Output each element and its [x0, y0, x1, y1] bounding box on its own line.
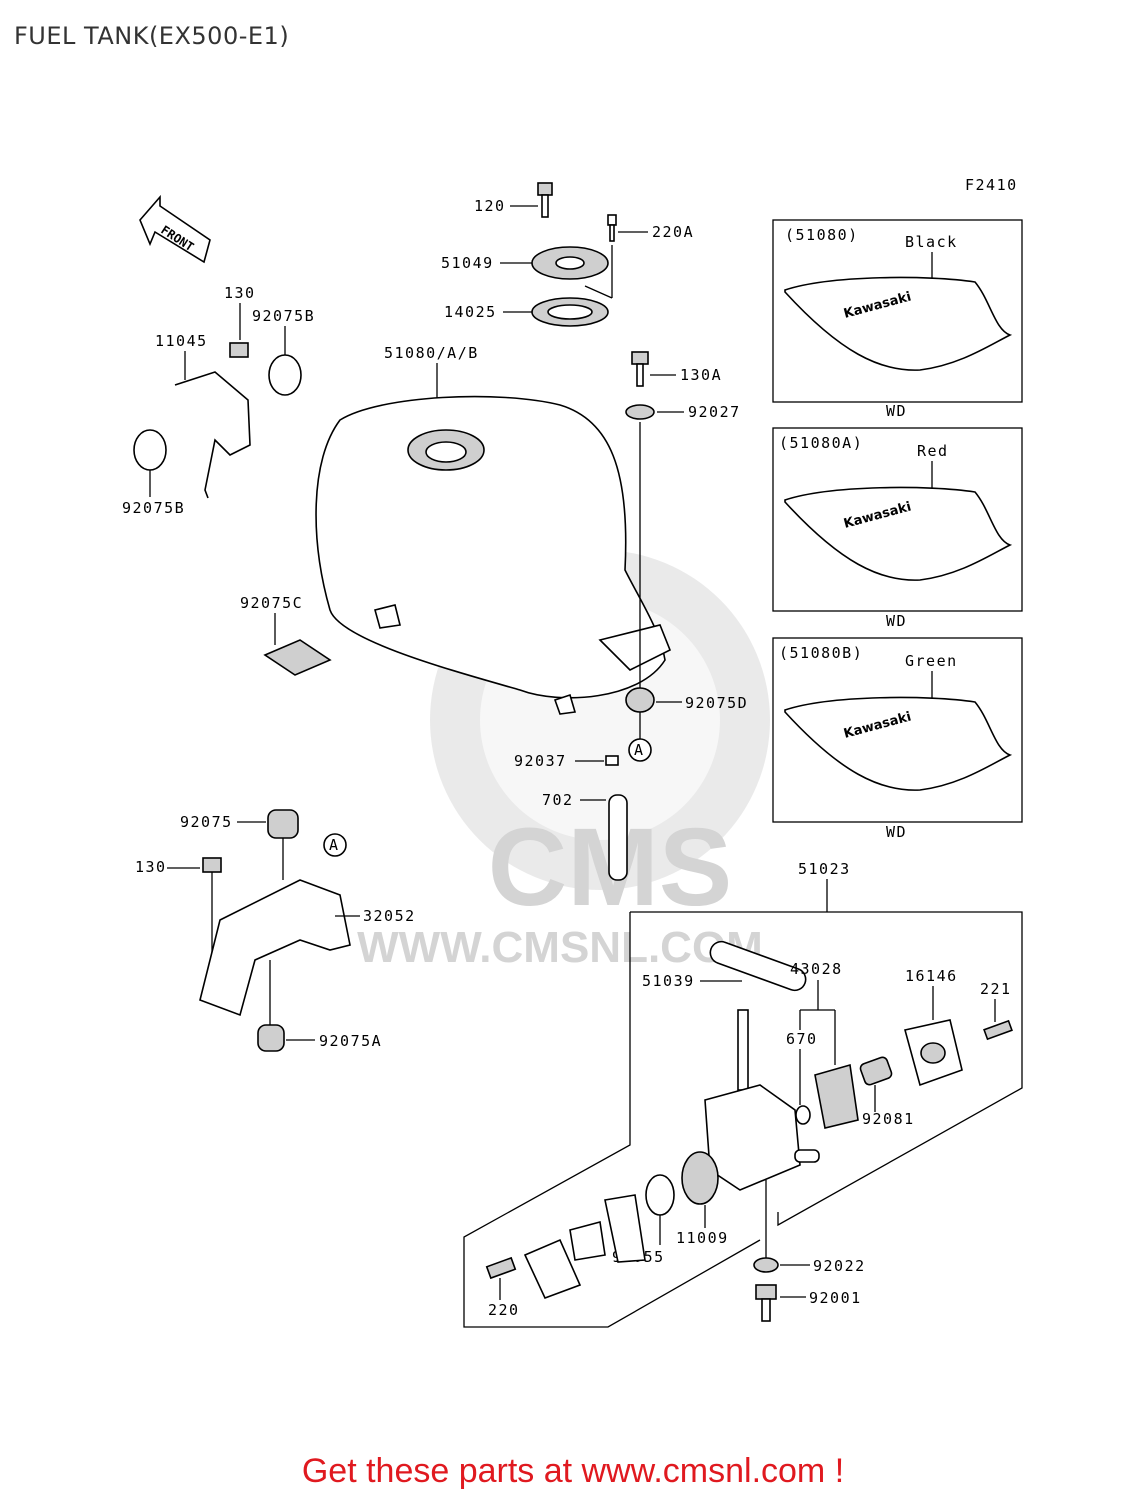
- center-lower-parts: 92075D A 92037 702: [514, 687, 748, 881]
- variant-code-black: (51080): [785, 226, 859, 244]
- tank-body: [315, 395, 666, 699]
- label-220a: 220A: [652, 223, 694, 241]
- part-11009-filter: [681, 1151, 719, 1205]
- label-92027: 92027: [688, 403, 741, 421]
- label-16146: 16146: [905, 967, 958, 985]
- label-14025: 14025: [444, 303, 497, 321]
- part-120-bolt-head: [537, 182, 553, 196]
- label-670: 670: [786, 1030, 818, 1048]
- label-92075b-bottom: 92075B: [122, 499, 185, 517]
- variant-wd-black: WD: [886, 402, 907, 420]
- label-51080ab: 51080/A/B: [384, 344, 479, 362]
- part-32052-bracket: [199, 879, 351, 1017]
- label-92001: 92001: [809, 1289, 862, 1307]
- part-11045-bracket: [174, 371, 251, 499]
- part-fuel-pipe: [737, 1009, 749, 1091]
- label-92075c: 92075C: [240, 594, 303, 612]
- label-220: 220: [488, 1301, 520, 1319]
- page-title: FUEL TANK(EX500-E1): [14, 22, 290, 50]
- part-92081-spring: [859, 1056, 893, 1086]
- pad-92075c: 92075C: [240, 594, 332, 676]
- label-11009: 11009: [676, 1229, 729, 1247]
- label-92075: 92075: [180, 813, 233, 831]
- label-221: 221: [980, 980, 1012, 998]
- label-92075d: 92075D: [685, 694, 748, 712]
- label-120: 120: [474, 197, 506, 215]
- variant-color-red: Red: [917, 442, 949, 460]
- label-130-bottom: 130: [135, 858, 167, 876]
- figure-code: F2410: [965, 176, 1018, 194]
- label-702: 702: [542, 791, 574, 809]
- label-130a: 130A: [680, 366, 722, 384]
- center-fasteners: 130A 92027: [625, 351, 741, 740]
- watermark-url: WWW.CMSNL.COM: [357, 923, 763, 972]
- variant-wd-red: WD: [886, 612, 907, 630]
- label-92037: 92037: [514, 752, 567, 770]
- part-702-hose: [608, 794, 628, 881]
- variant-color-black: Black: [905, 233, 958, 251]
- part-fuel-cock-body: [704, 1084, 801, 1191]
- label-92022: 92022: [813, 1257, 866, 1275]
- variant-code-red: (51080A): [779, 434, 863, 452]
- label-92075a: 92075A: [319, 1032, 382, 1050]
- variant-code-green: (51080B): [779, 644, 863, 662]
- label-32052: 32052: [363, 907, 416, 925]
- label-51039: 51039: [642, 972, 695, 990]
- ref-a-top: A: [634, 741, 645, 759]
- variant-box-black: (51080) Black Kawasaki WD (51080A) Red K…: [772, 219, 1023, 841]
- label-51023: 51023: [798, 860, 851, 878]
- part-92075b-top: [268, 354, 302, 396]
- label-11045: 11045: [155, 332, 208, 350]
- fuel-cock-assembly: 51023 51039 43028 670 16146 221 92081 11: [463, 860, 1023, 1328]
- part-51039-gasket: [709, 940, 807, 992]
- cta-link[interactable]: Get these parts at www.cmsnl.com !: [301, 1452, 845, 1490]
- variant-color-green: Green: [905, 652, 958, 670]
- fuel-cap-group: 120 220A 51049 14025: [441, 182, 694, 327]
- label-130-top: 130: [224, 284, 256, 302]
- left-bracket-group: 130 92075B 11045 92075B: [122, 284, 315, 517]
- label-92075b-top: 92075B: [252, 307, 315, 325]
- label-51049: 51049: [441, 254, 494, 272]
- fuel-tank: 51080/A/B: [315, 344, 672, 715]
- front-arrow: FRONT: [139, 194, 211, 264]
- variant-wd-green: WD: [886, 823, 907, 841]
- label-43028: 43028: [790, 960, 843, 978]
- part-92075b-bottom: [133, 429, 167, 471]
- rear-bracket-group: 92075 130 A 32052 92075A: [135, 809, 416, 1052]
- ref-a-bottom: A: [329, 836, 340, 854]
- label-92081: 92081: [862, 1110, 915, 1128]
